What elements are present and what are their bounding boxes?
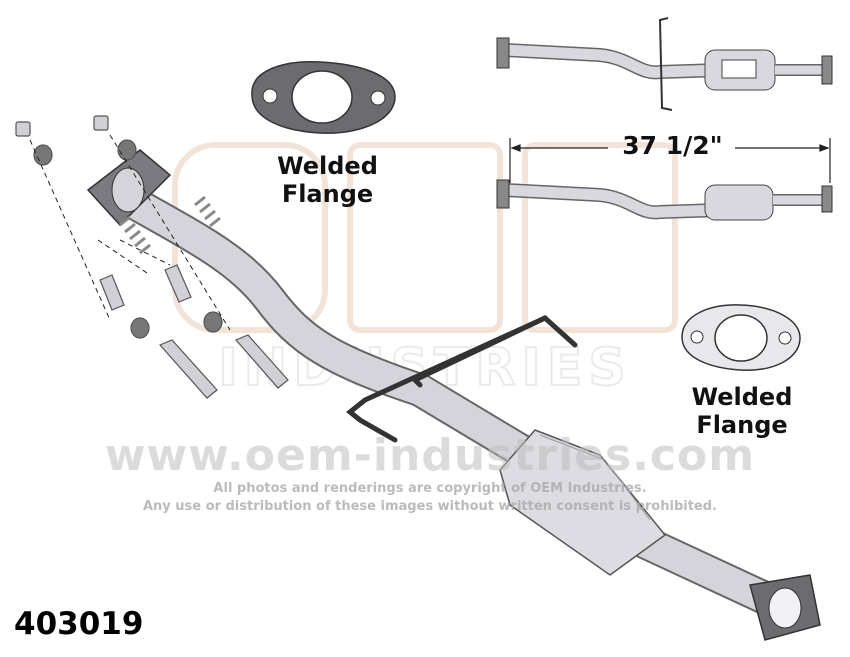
welded-flange-label-right: Welded Flange	[672, 383, 812, 439]
outlet-flange	[749, 574, 821, 641]
watermark-url: www.oem-industries.com	[104, 430, 756, 481]
side-view-top	[496, 17, 833, 111]
welded-flange-icon-top	[251, 61, 396, 134]
dimension-label: 37 1/2"	[622, 131, 723, 160]
welded-flange-label-top: Welded Flange	[255, 152, 400, 208]
dimension-line	[509, 138, 831, 183]
hardware-kit	[15, 115, 289, 399]
label-line: Welded	[691, 383, 793, 411]
watermark-copyright-2: Any use or distribution of these images …	[142, 499, 717, 514]
label-line: Flange	[281, 179, 374, 208]
part-number: 403019	[14, 606, 144, 642]
side-view-bottom	[496, 179, 833, 221]
catalytic-converter	[499, 429, 667, 576]
label-line: Welded	[277, 152, 378, 180]
label-line: Flange	[696, 410, 788, 439]
welded-flange-icon-right	[681, 304, 801, 371]
hanger-rod	[345, 315, 578, 443]
watermark-copyright-1: All photos and renderings are copyright …	[213, 481, 647, 496]
springs	[119, 195, 221, 255]
